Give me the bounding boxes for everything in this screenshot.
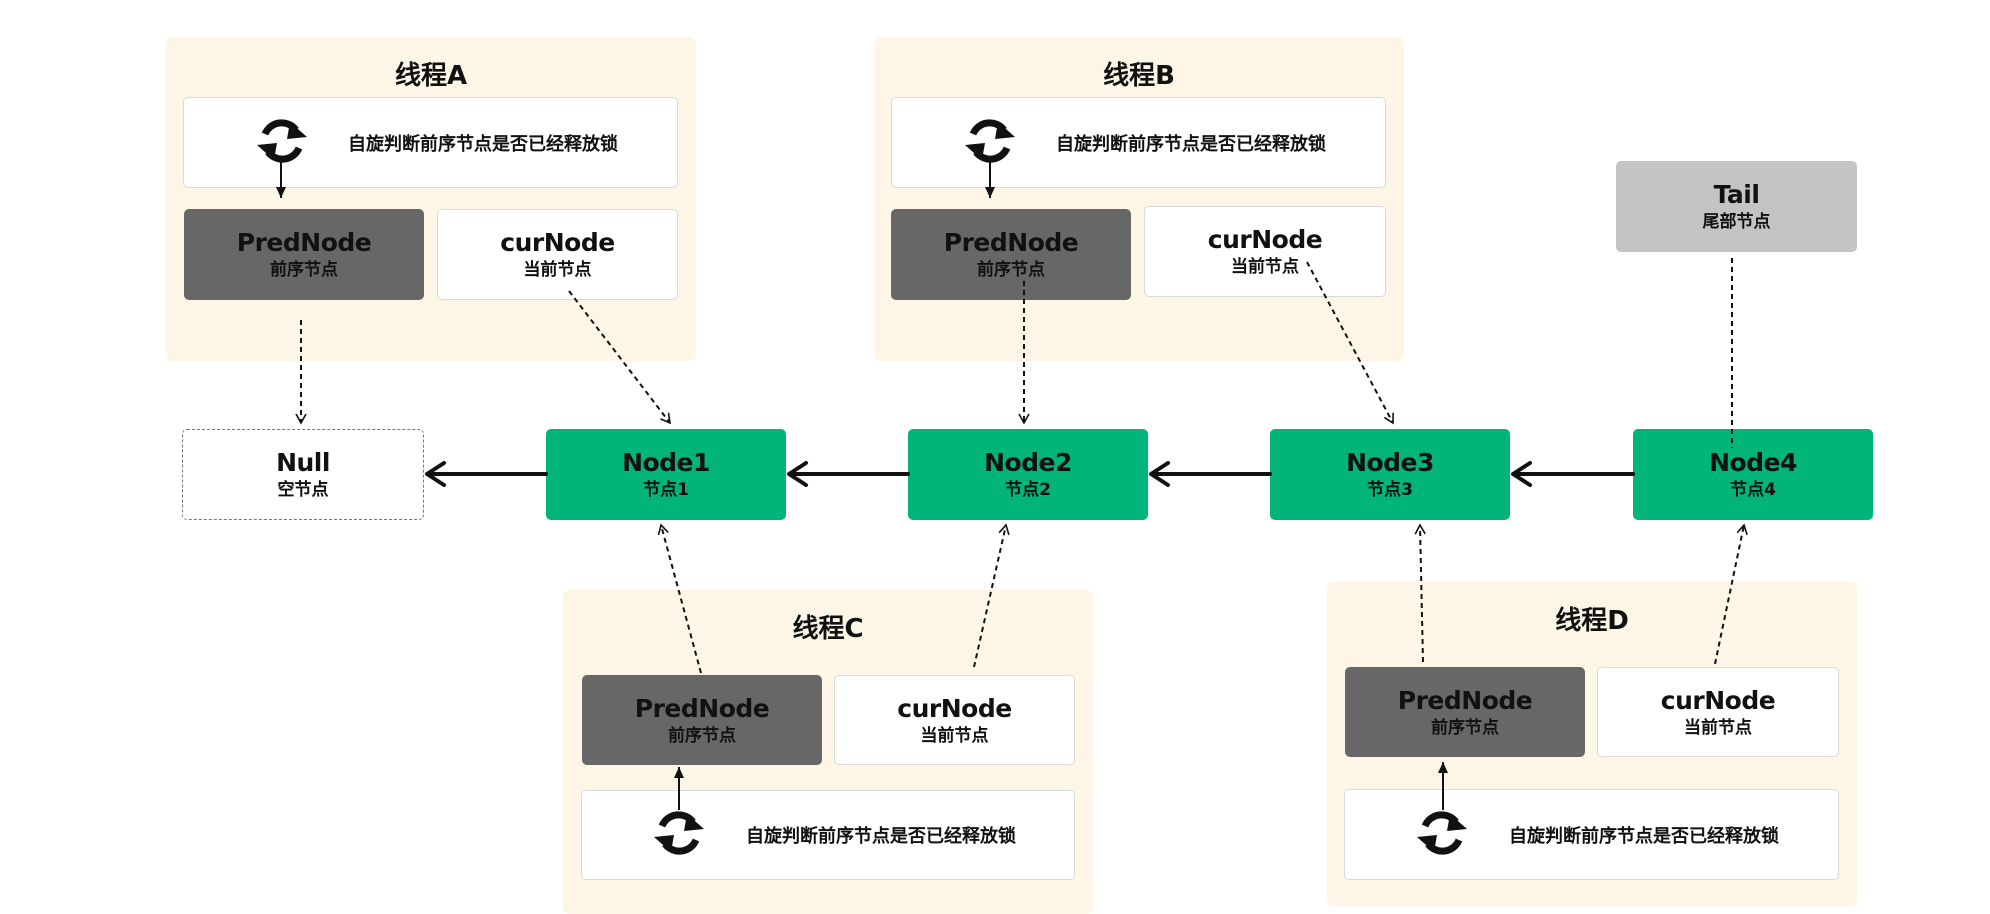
thread-c-cur-node: curNode 当前节点 (834, 675, 1075, 765)
thread-d-panel: 线程D PredNode 前序节点 curNode 当前节点 自旋判断前序节点是… (1327, 582, 1857, 906)
thread-b-spin-text: 自旋判断前序节点是否已经释放锁 (1056, 133, 1326, 155)
thread-a-pred-node: PredNode 前序节点 (184, 209, 424, 300)
refresh-icon (1414, 805, 1470, 865)
thread-b-pred-node: PredNode 前序节点 (891, 209, 1131, 300)
thread-a-spin-text: 自旋判断前序节点是否已经释放锁 (348, 133, 618, 155)
null-node-sublabel: 空节点 (277, 480, 329, 500)
node1-label: Node1 (622, 448, 710, 477)
arrowhead-node3 (1511, 461, 1532, 487)
thread-a-title: 线程A (394, 61, 468, 91)
thread-c-spin-box: 自旋判断前序节点是否已经释放锁 (581, 790, 1075, 880)
refresh-icon (254, 113, 310, 173)
thread-c-spin-text: 自旋判断前序节点是否已经释放锁 (746, 826, 1016, 847)
node2-label: Node2 (984, 448, 1072, 477)
node4-label: Node4 (1709, 448, 1797, 477)
thread-d-pred-sublabel: 前序节点 (1431, 717, 1499, 738)
thread-c-title: 线程C (792, 614, 864, 644)
thread-b-spin-box: 自旋判断前序节点是否已经释放锁 (891, 97, 1386, 188)
node4-sublabel: 节点4 (1730, 480, 1776, 500)
thread-d-pred-node: PredNode 前序节点 (1345, 667, 1585, 757)
tail-label: Tail (1713, 180, 1760, 209)
thread-d-pred-label: PredNode (1397, 685, 1533, 715)
arrowhead-null (425, 461, 446, 487)
thread-c-panel: 线程C PredNode 前序节点 curNode 当前节点 自旋判断前序节点是… (563, 590, 1093, 914)
thread-c-pred-label: PredNode (634, 693, 770, 723)
thread-a-pred-sublabel: 前序节点 (270, 260, 338, 280)
thread-c-pred-sublabel: 前序节点 (668, 725, 736, 746)
arrowhead-node1 (787, 461, 808, 487)
null-node: Null 空节点 (182, 429, 424, 520)
thread-b-title: 线程B (1103, 61, 1175, 91)
thread-a-pred-label: PredNode (236, 228, 372, 257)
thread-d-spin-box: 自旋判断前序节点是否已经释放锁 (1344, 789, 1839, 880)
thread-b-pred-sublabel: 前序节点 (977, 260, 1045, 280)
queue-node-1: Node1 节点1 (546, 429, 786, 520)
queue-node-4: Node4 节点4 (1633, 429, 1873, 520)
thread-b-pred-label: PredNode (943, 228, 1079, 257)
tail-sublabel: 尾部节点 (1702, 212, 1771, 232)
thread-a-panel: 线程A 自旋判断前序节点是否已经释放锁 PredNode 前序节点 curNod… (166, 37, 696, 361)
thread-a-spin-box: 自旋判断前序节点是否已经释放锁 (183, 97, 678, 188)
node3-label: Node3 (1346, 448, 1434, 477)
thread-d-cur-node: curNode 当前节点 (1597, 667, 1839, 757)
thread-b-cur-label: curNode (1207, 225, 1323, 254)
thread-b-panel: 线程B 自旋判断前序节点是否已经释放锁 PredNode 前序节点 curNod… (874, 37, 1404, 361)
node3-sublabel: 节点3 (1367, 480, 1413, 500)
thread-d-title: 线程D (1555, 606, 1629, 636)
thread-d-spin-text: 自旋判断前序节点是否已经释放锁 (1509, 825, 1779, 847)
thread-d-cur-label: curNode (1660, 685, 1776, 715)
thread-c-cur-sublabel: 当前节点 (920, 725, 989, 746)
thread-d-cur-sublabel: 当前节点 (1684, 717, 1752, 738)
queue-node-2: Node2 节点2 (908, 429, 1148, 520)
thread-b-cur-sublabel: 当前节点 (1231, 257, 1299, 277)
refresh-icon (651, 805, 707, 865)
queue-node-3: Node3 节点3 (1270, 429, 1510, 520)
arrowhead-node2 (1149, 461, 1170, 487)
null-node-label: Null (276, 448, 330, 477)
refresh-icon (962, 113, 1018, 173)
thread-a-cur-node: curNode 当前节点 (437, 209, 678, 300)
thread-a-cur-label: curNode (500, 228, 615, 257)
tail-node: Tail 尾部节点 (1616, 161, 1857, 252)
node1-sublabel: 节点1 (643, 480, 689, 500)
node2-sublabel: 节点2 (1005, 480, 1051, 500)
thread-c-cur-label: curNode (897, 693, 1012, 723)
thread-c-pred-node: PredNode 前序节点 (582, 675, 822, 765)
thread-b-cur-node: curNode 当前节点 (1144, 206, 1386, 297)
thread-a-cur-sublabel: 当前节点 (523, 260, 592, 280)
